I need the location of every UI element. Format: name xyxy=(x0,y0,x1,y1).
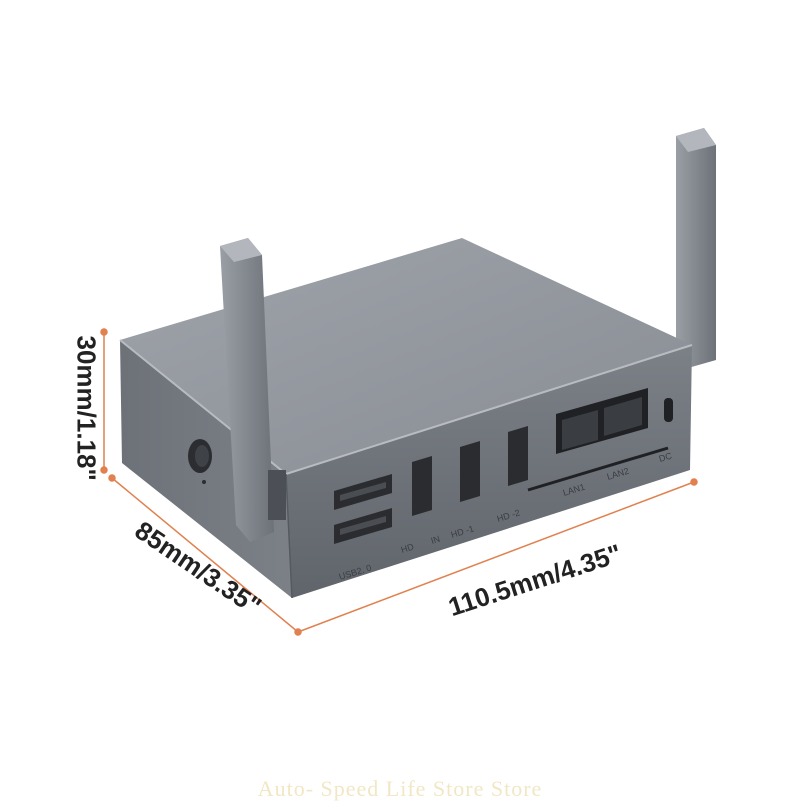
port-label-in: IN xyxy=(430,534,442,546)
antenna-left xyxy=(220,238,286,542)
dc-port xyxy=(664,398,673,422)
hdmi-out-1-port xyxy=(460,441,480,502)
height-dimension-label: 30mm/1.18" xyxy=(71,335,102,481)
hdmi-in-port xyxy=(412,456,432,516)
port-label-hd: HD xyxy=(400,541,416,555)
depth-dimension-line xyxy=(111,477,299,633)
width-dimension-line xyxy=(297,481,695,633)
side-power-port xyxy=(188,439,212,484)
port-label-dc: DC xyxy=(658,450,674,464)
antenna-right xyxy=(676,128,716,368)
hdmi-out-2-port xyxy=(508,426,528,486)
store-watermark: Auto- Speed Life Store Store xyxy=(257,776,543,801)
dimension-lines xyxy=(100,328,698,636)
